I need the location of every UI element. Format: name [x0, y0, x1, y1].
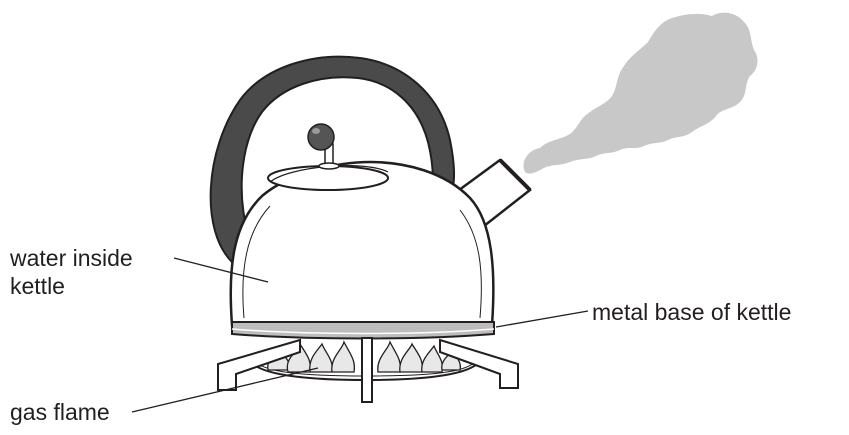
gas-flame-label: gas flame: [10, 399, 110, 425]
gas-burner-icon: [217, 337, 519, 403]
kettle-icon: [229, 123, 495, 340]
water-label-line2: kettle: [10, 273, 65, 299]
leader-lines: [131, 257, 589, 413]
water-leader-line: [173, 257, 269, 283]
metal-base-label: metal base of kettle: [592, 299, 792, 325]
base-leader-line: [495, 310, 589, 328]
water-inside-kettle-label: water inside kettle: [10, 244, 133, 300]
flame-leader-line: [131, 367, 319, 413]
water-label-line1: water inside: [10, 245, 133, 271]
steam-icon: [523, 12, 758, 174]
